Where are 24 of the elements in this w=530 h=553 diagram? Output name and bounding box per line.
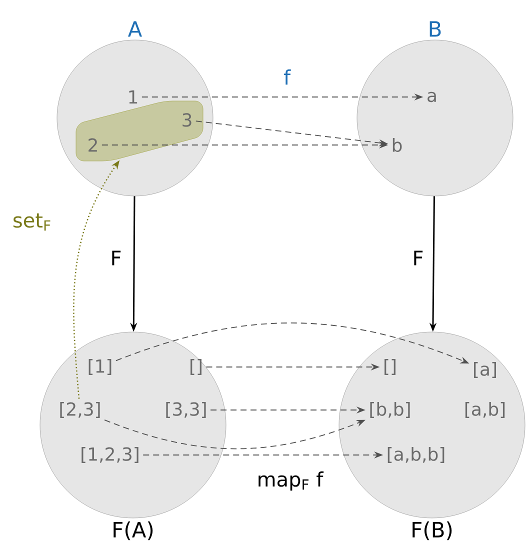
element-label: [] [190, 358, 202, 376]
element-label: 1 [129, 90, 138, 104]
node-label: F(B) [412, 521, 452, 540]
edge-label: F [410, 248, 426, 268]
edge-label: set$_{F}$ [10, 211, 54, 233]
element-label: b [392, 138, 402, 152]
element-label: [1] [88, 358, 112, 376]
element-label: a [428, 92, 436, 102]
edge-label: F [108, 248, 124, 268]
node-label: F(A) [114, 521, 153, 540]
element-label: 3 [182, 113, 192, 127]
node-label: A [128, 21, 142, 37]
node-label: B [430, 21, 441, 37]
edge-label: f [281, 67, 293, 87]
element-label: [b,b] [370, 402, 410, 418]
element-label: [1,2,3] [82, 446, 138, 464]
element-label: [] [384, 358, 396, 376]
element-label: [a,b,b] [388, 446, 444, 464]
element-label: [a,b] [465, 402, 505, 418]
element-label: [a] [474, 362, 496, 378]
element-label: 2 [88, 138, 97, 152]
element-label: [2,3] [60, 402, 100, 418]
caption-label: map$_{F}$ f [258, 471, 324, 491]
element-label: [3,3] [166, 402, 206, 418]
